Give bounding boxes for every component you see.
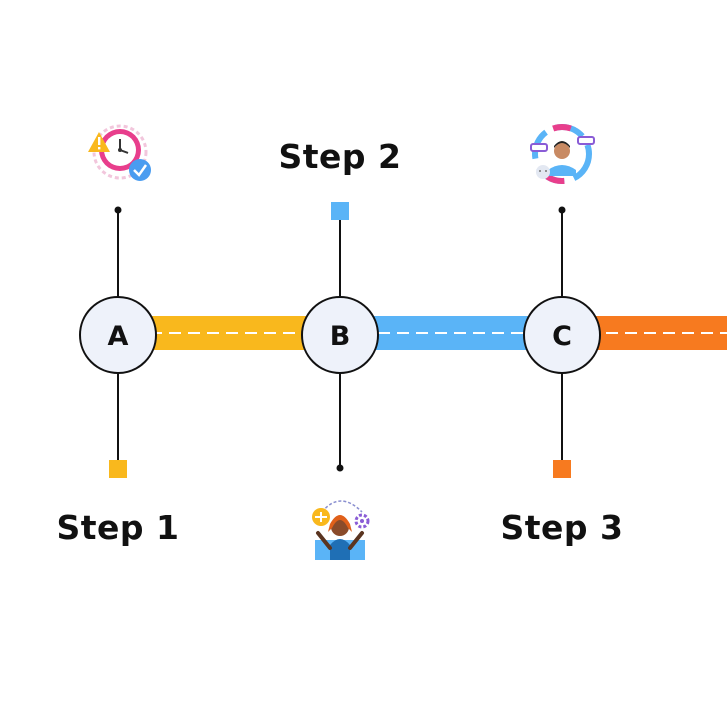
alarm-clock-check-icon <box>88 124 151 181</box>
stem-b-square <box>331 202 349 220</box>
node-b-letter: B <box>330 321 351 352</box>
stem-a-square <box>109 460 127 478</box>
user-profile-feedback-icon <box>530 124 595 184</box>
stem-c-dot <box>558 206 566 214</box>
node-a: A <box>79 296 157 374</box>
stem-b-dot <box>336 464 344 472</box>
node-b: B <box>301 296 379 374</box>
node-c: C <box>523 296 601 374</box>
stem-c-square <box>553 460 571 478</box>
node-c-letter: C <box>552 321 572 352</box>
step-label-2: Step 2 <box>278 137 402 176</box>
stem-a-dot <box>114 206 122 214</box>
step-label-1: Step 1 <box>56 508 180 547</box>
person-multitasking-icon <box>312 500 370 560</box>
node-a-letter: A <box>108 321 129 352</box>
step-label-3: Step 3 <box>500 508 624 547</box>
